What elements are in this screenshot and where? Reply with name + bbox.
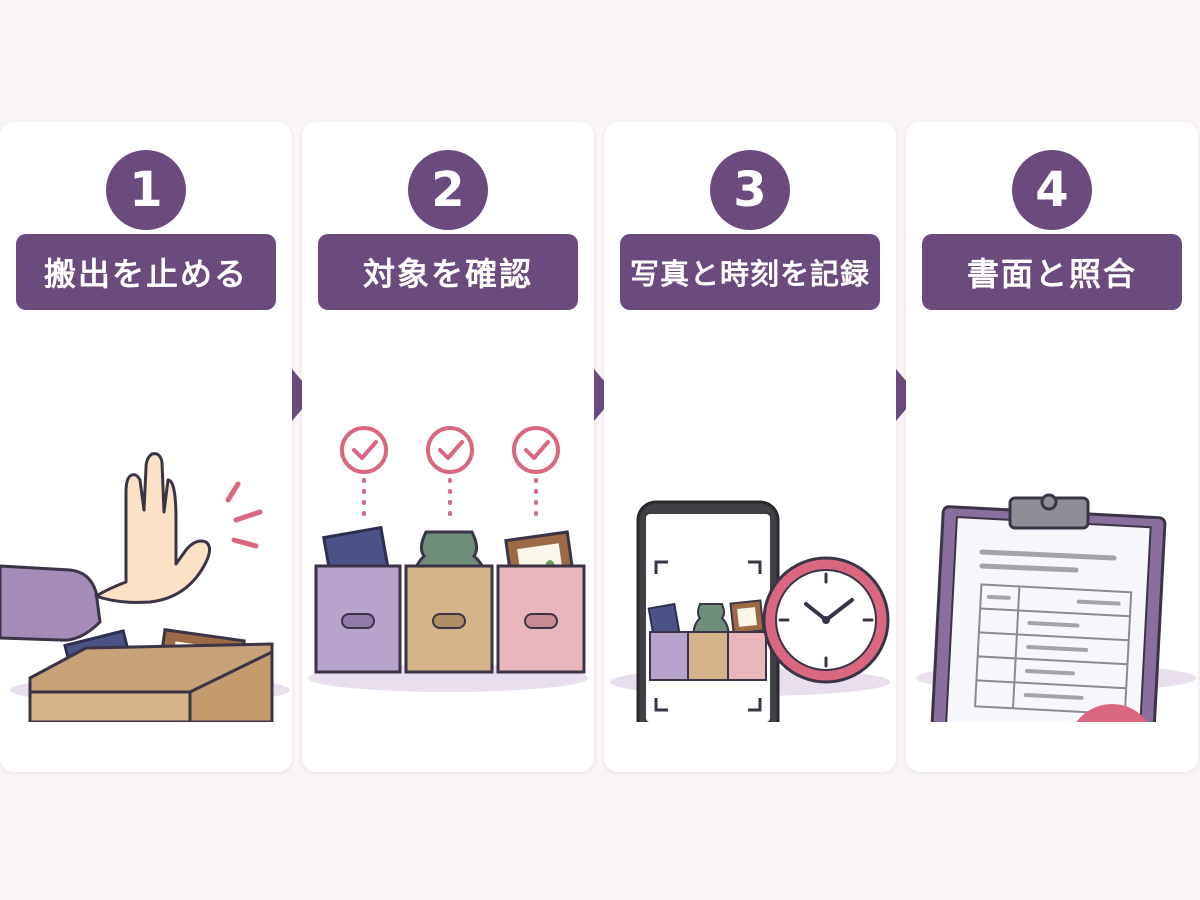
checked-boxes-icon bbox=[308, 426, 588, 692]
clipboard-check-icon bbox=[916, 493, 1196, 722]
step-label-1: 搬出を止める bbox=[16, 234, 276, 310]
step-number-3: 3 bbox=[710, 150, 790, 230]
step-panel-2: 2 対象を確認 bbox=[302, 122, 594, 772]
step-label-3: 写真と時刻を記録 bbox=[620, 234, 880, 310]
step-panel-4: 4 書面と照合 bbox=[906, 122, 1198, 772]
step-label-2: 対象を確認 bbox=[318, 234, 578, 310]
step-panel-3: 3 写真と時刻を記録 bbox=[604, 122, 896, 772]
step-number-1: 1 bbox=[106, 150, 186, 230]
step-panel-1: 1 搬出を止める bbox=[0, 122, 292, 772]
step-number-2: 2 bbox=[408, 150, 488, 230]
phone-camera-clock-icon bbox=[610, 500, 890, 722]
stop-hand-box-icon bbox=[0, 452, 290, 722]
step-label-4: 書面と照合 bbox=[922, 234, 1182, 310]
step-number-4: 4 bbox=[1012, 150, 1092, 230]
